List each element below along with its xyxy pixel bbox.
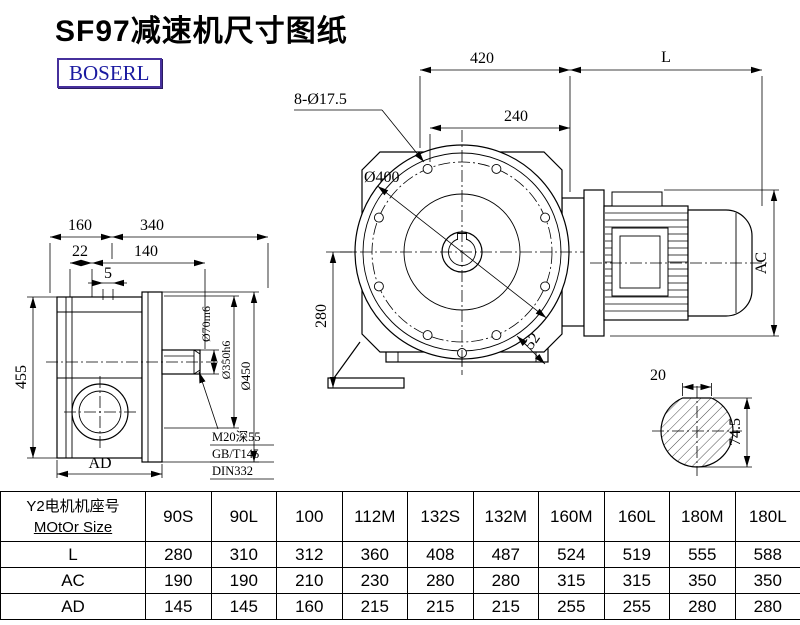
cell-ad-4: 215 xyxy=(407,593,474,620)
col-160l: 160L xyxy=(603,491,670,542)
bolt-hole-note: 8-Ø17.5 xyxy=(294,91,347,108)
dim-340: 340 xyxy=(140,217,164,234)
cell-ad-9: 280 xyxy=(734,593,800,620)
cell-l-4: 408 xyxy=(407,541,474,568)
side-view-geometry xyxy=(46,291,222,463)
table-row-ad: AD 145 145 160 215 215 215 255 255 280 2… xyxy=(0,593,800,620)
cell-ac-4: 280 xyxy=(407,567,474,594)
col-132s: 132S xyxy=(407,491,474,542)
cell-ac-0: 190 xyxy=(145,567,212,594)
col-160m: 160M xyxy=(538,491,605,542)
col-112m: 112M xyxy=(341,491,408,542)
motor-geometry xyxy=(583,189,770,337)
dim-ad: AD xyxy=(88,455,111,472)
table-row-l: L 280 310 312 360 408 487 524 519 555 58… xyxy=(0,541,800,568)
front-view-dimensions xyxy=(294,66,779,388)
col-132m: 132M xyxy=(472,491,539,542)
dim-240: 240 xyxy=(504,108,528,125)
cell-l-3: 360 xyxy=(341,541,408,568)
table-header-label-en: MOtOr Size xyxy=(33,518,113,536)
shaft-section-dimensions xyxy=(682,383,752,468)
cell-l-0: 280 xyxy=(145,541,212,568)
dim-flange-od: Ø450 xyxy=(238,362,253,391)
dim-455: 455 xyxy=(13,365,30,389)
cell-l-8: 555 xyxy=(669,541,736,568)
col-180l: 180L xyxy=(734,491,800,542)
cell-ad-8: 280 xyxy=(669,593,736,620)
cell-ac-7: 315 xyxy=(603,567,670,594)
tap-note-line2: GB/T145 xyxy=(212,447,259,461)
cell-l-9: 588 xyxy=(734,541,800,568)
table-row-ac: AC 190 190 210 230 280 280 315 315 350 3… xyxy=(0,567,800,594)
col-90s: 90S xyxy=(145,491,212,542)
row-label-l: L xyxy=(0,541,146,568)
cell-ac-2: 210 xyxy=(276,567,343,594)
dim-280: 280 xyxy=(313,304,330,328)
dim-motor-length: L xyxy=(661,49,671,66)
table-header-row: Y2电机机座号 MOtOr Size 90S 90L 100 112M 132S… xyxy=(0,491,800,542)
cell-ad-1: 145 xyxy=(210,593,277,620)
dim-22: 22 xyxy=(72,243,88,260)
table-header-label: Y2电机机座号 MOtOr Size xyxy=(0,491,146,542)
cell-ad-5: 215 xyxy=(472,593,539,620)
cell-l-1: 310 xyxy=(210,541,277,568)
side-view-dimensions xyxy=(27,233,274,480)
technical-drawing: 455 160 340 22 140 5 AD Ø70m6 Ø350h6 Ø45… xyxy=(13,49,779,480)
dim-52: 52 xyxy=(521,330,544,353)
dim-key-width: 20 xyxy=(650,367,666,384)
cell-l-2: 312 xyxy=(276,541,343,568)
tap-note-line1: M20深55 xyxy=(212,430,261,444)
cell-l-6: 524 xyxy=(538,541,605,568)
cell-ad-3: 215 xyxy=(341,593,408,620)
brand-logo: BOSERL xyxy=(57,58,162,88)
dim-420: 420 xyxy=(470,50,494,67)
motor-terminal-box xyxy=(611,191,663,207)
dim-5: 5 xyxy=(104,265,112,282)
motor-size-table: Y2电机机座号 MOtOr Size 90S 90L 100 112M 132S… xyxy=(0,491,800,620)
dim-spigot-dia: Ø350h6 xyxy=(219,341,233,380)
col-100: 100 xyxy=(276,491,343,542)
row-label-ad: AD xyxy=(0,593,146,620)
cell-ad-7: 255 xyxy=(603,593,670,620)
cell-ac-5: 280 xyxy=(472,567,539,594)
cell-ac-9: 350 xyxy=(734,567,800,594)
row-label-ac: AC xyxy=(0,567,146,594)
dim-shaft-dia: Ø70m6 xyxy=(199,306,213,342)
col-90l: 90L xyxy=(210,491,277,542)
cell-ac-1: 190 xyxy=(210,567,277,594)
cell-ac-3: 230 xyxy=(341,567,408,594)
dim-140: 140 xyxy=(134,243,158,260)
cell-ad-2: 160 xyxy=(276,593,343,620)
cell-ad-6: 255 xyxy=(538,593,605,620)
dim-ac: AC xyxy=(753,252,770,274)
cell-ac-6: 315 xyxy=(538,567,605,594)
cell-l-5: 487 xyxy=(472,541,539,568)
cell-ac-8: 350 xyxy=(669,567,736,594)
tap-note-line3: DIN332 xyxy=(212,464,253,478)
table-header-label-cn: Y2电机机座号 xyxy=(26,497,120,515)
dim-flange-dia: Ø400 xyxy=(364,169,400,186)
page-title: SF97减速机尺寸图纸 xyxy=(55,15,348,48)
cell-l-7: 519 xyxy=(603,541,670,568)
dim-shaft-height: 74.5 xyxy=(727,418,744,446)
motor-stator-block xyxy=(611,227,669,297)
dim-160: 160 xyxy=(68,217,92,234)
col-180m: 180M xyxy=(669,491,736,542)
cell-ad-0: 145 xyxy=(145,593,212,620)
